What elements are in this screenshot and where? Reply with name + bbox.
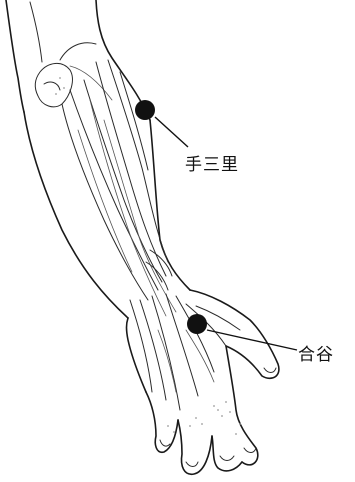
hegu-point (187, 314, 207, 334)
arm-outline (6, 0, 279, 474)
fingernails (160, 368, 276, 467)
hegu-leader-line (207, 330, 297, 350)
acupoint-hegu (187, 314, 297, 350)
shousanli-label: 手三里 (185, 150, 239, 175)
shousanli-point (135, 100, 155, 120)
acupoint-shousanli (135, 100, 188, 147)
elbow-detail (30, 2, 112, 107)
hegu-label: 合谷 (298, 340, 334, 365)
shousanli-leader-line (155, 117, 188, 147)
forearm-lines (62, 60, 176, 316)
